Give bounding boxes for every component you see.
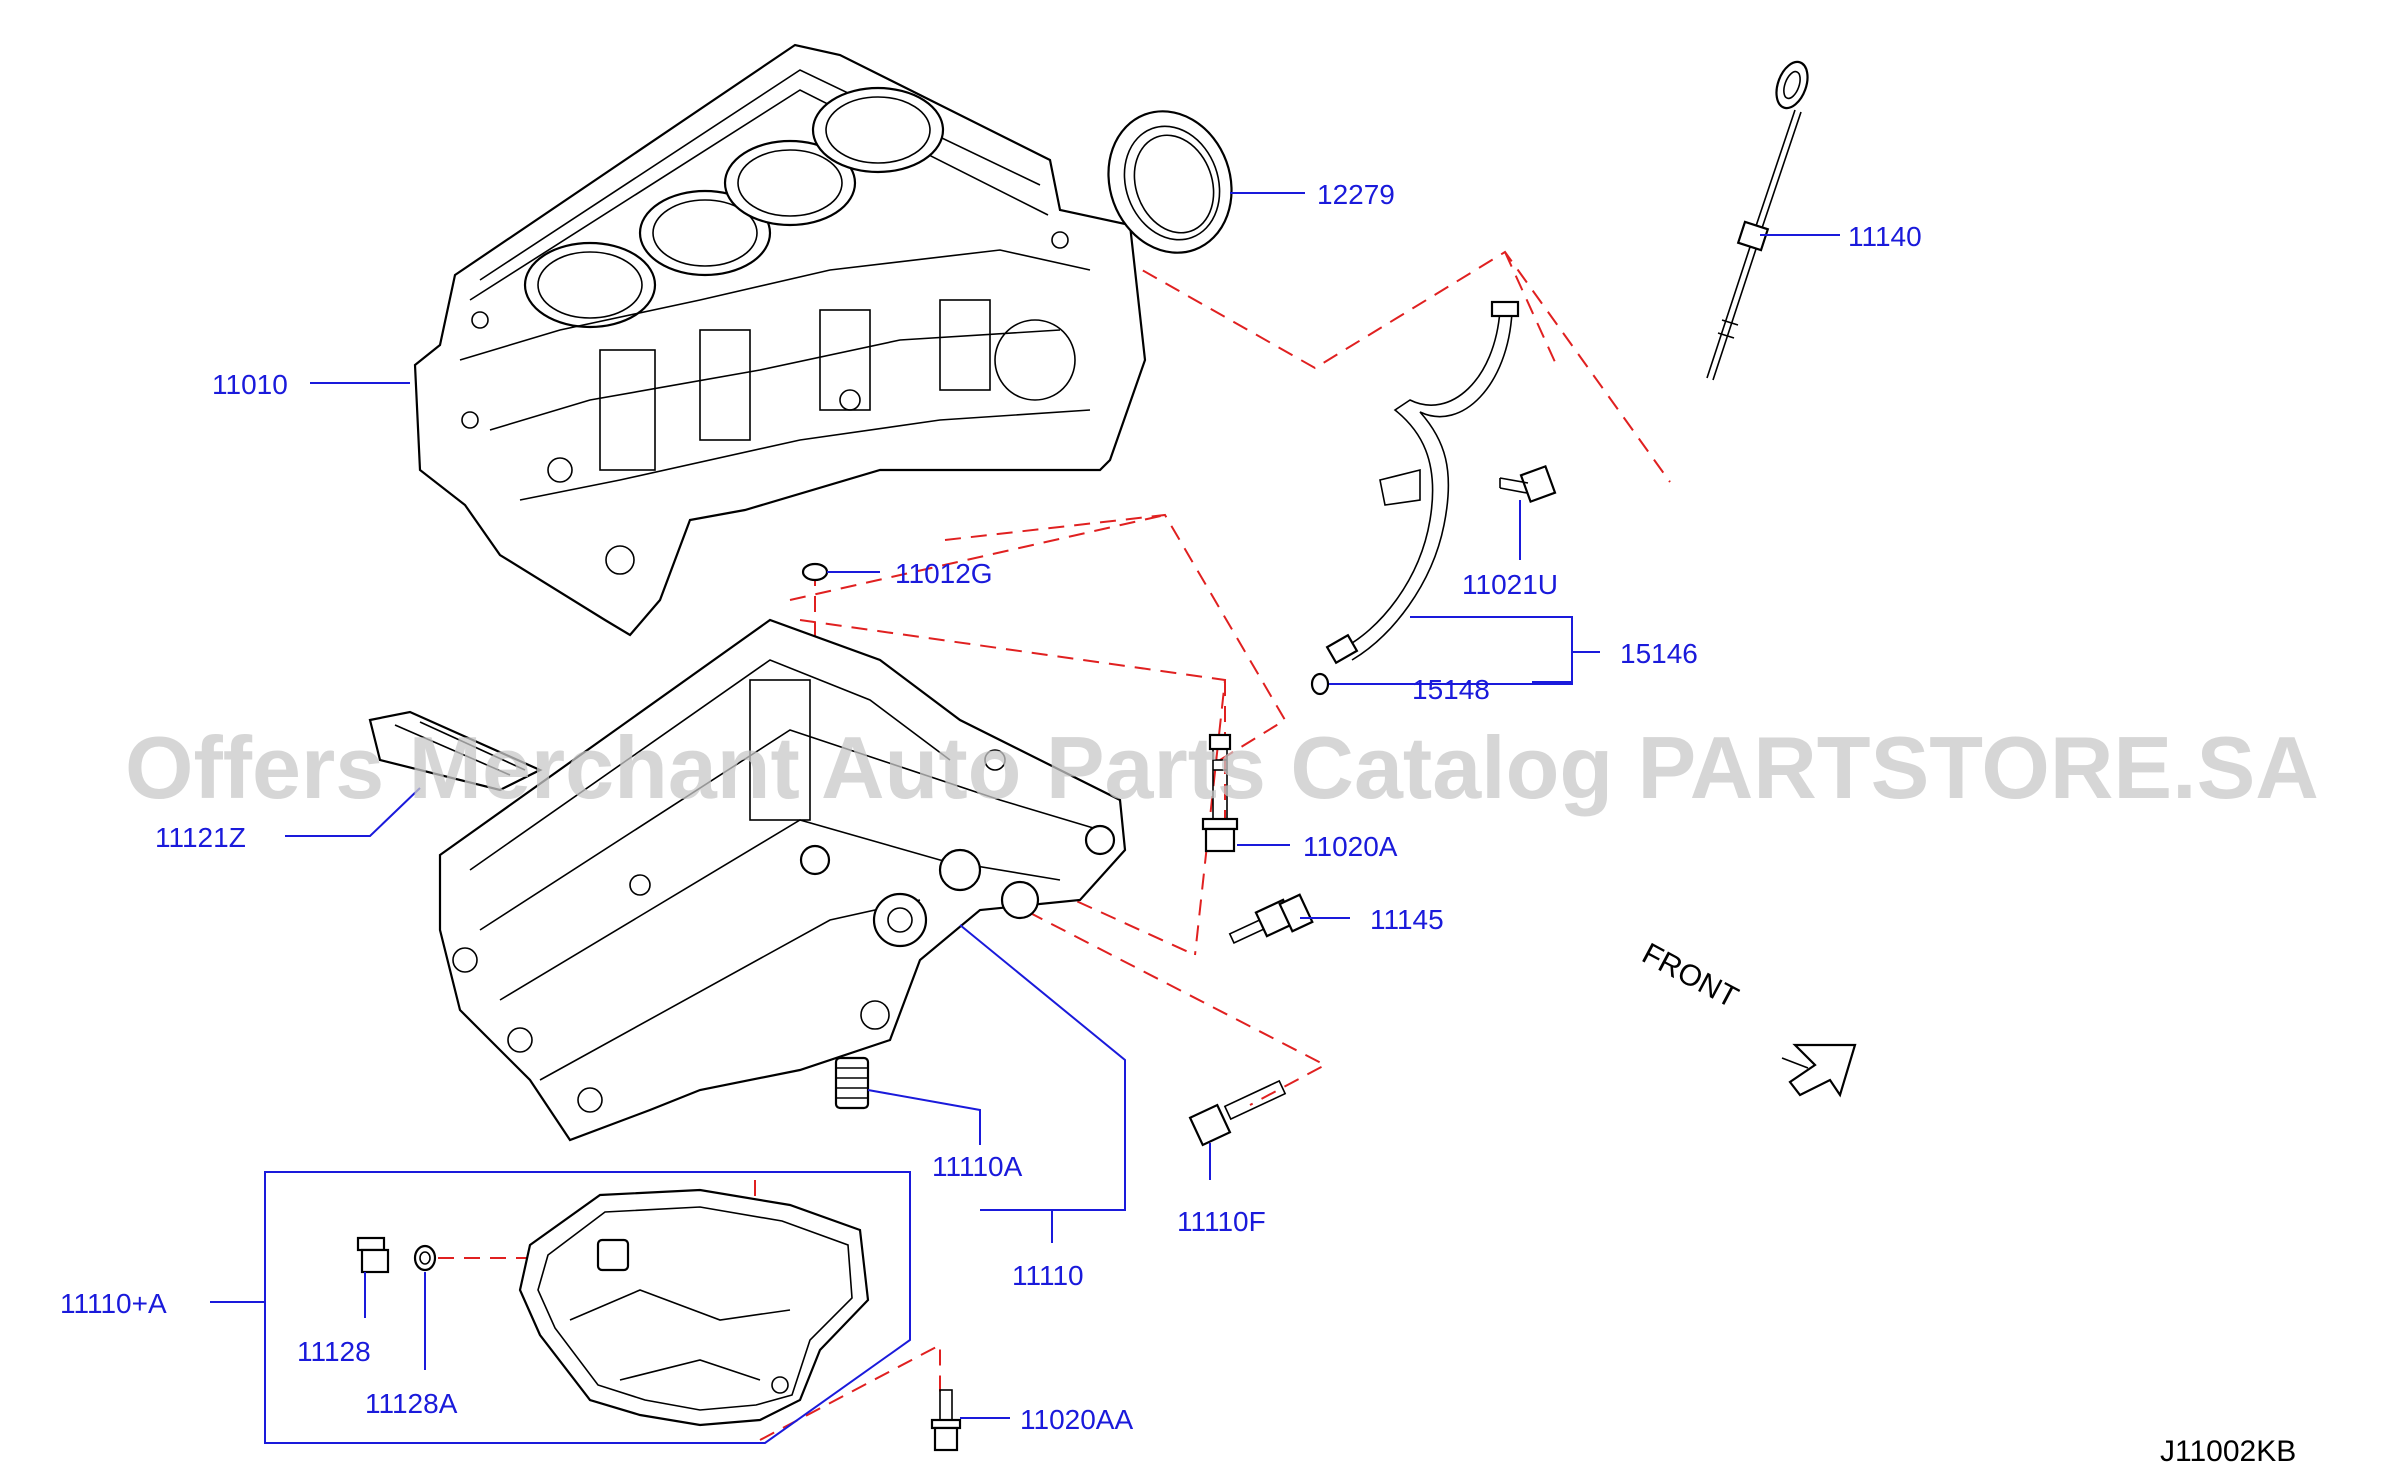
front-label: FRONT [1637, 937, 1744, 1015]
oil-pan-upper-part[interactable] [438, 618, 1127, 1142]
rear-oil-seal-part[interactable] [1089, 94, 1251, 270]
washer-11012g-part[interactable] [801, 562, 829, 582]
diagram-code: J11002KB [2160, 1435, 2296, 1468]
callout-11128a[interactable]: 11128A [365, 1388, 458, 1419]
callout-11020aa[interactable]: 11020AA [1020, 1404, 1133, 1435]
drain-plug-washer-part[interactable] [413, 1244, 437, 1272]
callout-11110-plus-a[interactable]: 11110+A [60, 1288, 167, 1319]
callout-11145[interactable]: 11145 [1370, 904, 1444, 935]
kit-group-box [264, 1171, 911, 1444]
callout-11012g[interactable]: 11012G [895, 558, 993, 589]
callout-11020a[interactable]: 11020A [1303, 831, 1398, 862]
oil-pressure-switch-part[interactable] [1228, 893, 1314, 945]
cylinder-block-part[interactable] [413, 43, 1147, 637]
oil-pan-lower-part[interactable] [518, 1188, 870, 1427]
callout-11110f[interactable]: 11110F [1177, 1206, 1266, 1237]
callout-11110[interactable]: 11110 [1012, 1260, 1084, 1291]
oil-level-gauge-part[interactable] [1706, 58, 1813, 381]
leader-lines [210, 192, 1840, 1419]
drain-plug-part[interactable] [356, 1236, 390, 1274]
callout-11021u[interactable]: 11021U [1462, 569, 1558, 600]
callout-11140[interactable]: 11140 [1848, 221, 1922, 252]
bolt-11110f-part[interactable] [1188, 1079, 1287, 1147]
oil-gauge-guide-part[interactable] [1325, 300, 1520, 665]
watermark-text: Offers Merchant Auto Parts Catalog PARTS… [125, 718, 2319, 817]
callout-15148[interactable]: 15148 [1412, 674, 1490, 705]
front-direction-arrow: FRONT [1637, 937, 1857, 1098]
callout-11110a[interactable]: 11110A [932, 1151, 1023, 1182]
callout-15146[interactable]: 15146 [1620, 638, 1698, 669]
bolt-11020a-part[interactable] [1201, 733, 1239, 853]
callout-12279[interactable]: 12279 [1317, 179, 1395, 210]
o-ring-part[interactable] [1310, 672, 1330, 696]
baffle-plate-part[interactable] [368, 710, 543, 792]
bolt-11021u-part[interactable] [1499, 464, 1557, 504]
callout-labels: 12279 11140 11010 11021U 11012G 15146 15… [60, 179, 1922, 1435]
callout-11121z[interactable]: 11121Z [155, 822, 246, 853]
oil-filter-connector-part[interactable] [834, 1056, 870, 1110]
callout-11010[interactable]: 11010 [212, 369, 288, 400]
callout-11128[interactable]: 11128 [297, 1336, 371, 1367]
bolt-11020aa-part[interactable] [930, 1389, 962, 1452]
